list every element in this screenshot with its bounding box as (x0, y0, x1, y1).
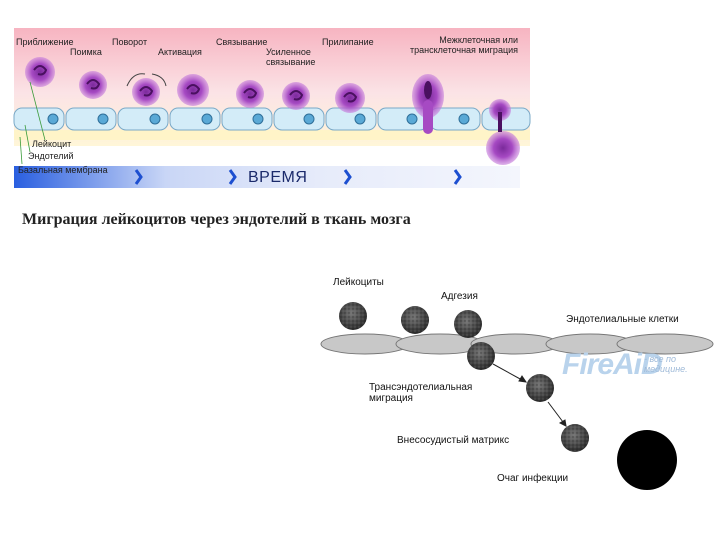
basement-membrane (14, 130, 530, 140)
leukocyte-migration-diagram (13, 28, 531, 188)
stage-label-activation: Активация (158, 47, 202, 57)
leukocyte-strong-binding (282, 82, 310, 110)
stage-label-strong-binding: Усиленное связывание (266, 47, 316, 67)
migration-arrows (492, 363, 567, 427)
leukocyte-binding (236, 80, 264, 108)
stage-label-adhesion: Прилипание (322, 37, 374, 47)
leukocyte-free (339, 302, 367, 330)
time-label: ВРЕМЯ (248, 169, 308, 186)
label-endothelial-cells: Эндотелиальные клетки (566, 314, 679, 325)
leukocyte-matrix-1 (526, 374, 554, 402)
stage-label-capture: Поимка (70, 47, 102, 57)
stage-label-migration: Межклеточная или трансклеточная миграция (409, 35, 518, 55)
label-extravascular-matrix: Внесосудистый матрикс (397, 435, 510, 446)
leukocyte-paracellular (412, 74, 444, 134)
leukocyte-approach (25, 57, 55, 87)
leukocyte-rolling (126, 73, 167, 106)
endothelial-cells (320, 333, 714, 355)
watermark-tagline: - все по медицине. (644, 354, 688, 374)
stage-label-rolling: Поворот (112, 37, 148, 47)
leukocyte-adhering-1 (401, 306, 429, 334)
legend-basement-membrane: Базальная мембрана (18, 165, 108, 175)
time-chevrons (134, 169, 462, 185)
leukocyte-adhesion (335, 83, 365, 113)
figure-caption: Миграция лейкоцитов через эндотелий в тк… (22, 211, 411, 228)
stage-label-approach: Приближение (16, 37, 74, 47)
leukocyte-matrix-2 (561, 424, 589, 452)
infection-focus (617, 430, 677, 490)
label-transendothelial-migration: Трансэндотелиальная миграция (369, 382, 473, 404)
leukocyte-adhering-2 (454, 310, 482, 338)
legend-endothelium: Эндотелий (28, 151, 74, 161)
watermark-brand: FireAiD (562, 348, 663, 381)
label-infection-focus: Очаг инфекции (497, 473, 569, 484)
legend-leukocyte: Лейкоцит (32, 139, 72, 149)
legend-pointers (19, 81, 46, 165)
leukocyte-transmigrating (467, 342, 495, 370)
time-arrow-band (14, 166, 520, 188)
label-leukocytes: Лейкоциты (333, 277, 384, 288)
leukocyte-activation (177, 74, 209, 106)
stage-label-binding: Связывание (216, 37, 268, 47)
leukocyte-transcellular (486, 99, 520, 165)
leukocyte-capture (79, 71, 107, 99)
label-adhesion: Адгезия (441, 291, 478, 302)
extravasation-diagram (320, 302, 714, 490)
